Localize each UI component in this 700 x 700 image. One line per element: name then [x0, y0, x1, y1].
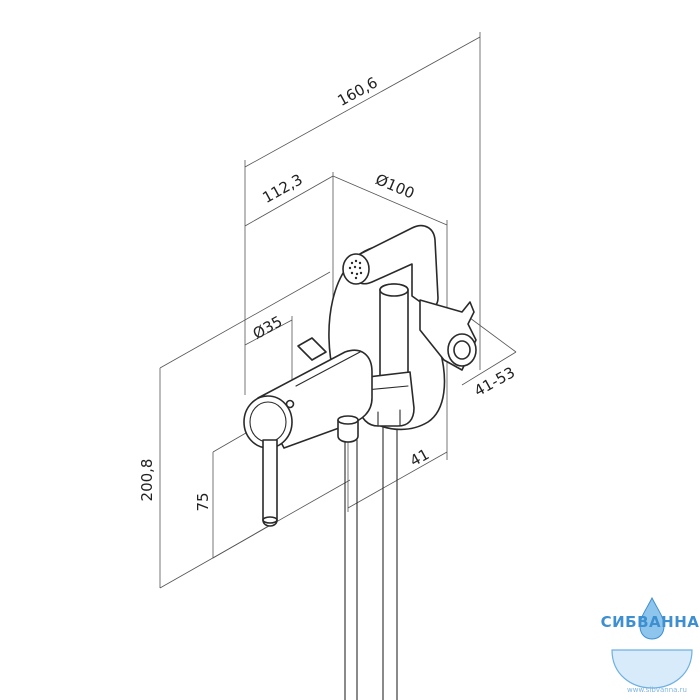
hoses [344, 424, 398, 700]
body-depth-label: 112,3 [259, 170, 305, 207]
handle-dot [285, 399, 295, 409]
brand-name: СИБВАННА [601, 613, 700, 631]
total-height-label: 200,8 [138, 459, 156, 502]
wand-holder-clip [359, 371, 415, 427]
dimension-labels: 160,6 112,3 Ø100 Ø35 200,8 75 41-53 41 [138, 73, 518, 511]
water-drop-icon [639, 596, 665, 640]
handle-diameter-label: Ø35 [250, 312, 286, 343]
flange-diameter-label: Ø100 [373, 170, 417, 202]
wall-adjust-label: 41-53 [471, 363, 518, 400]
shower-wand [379, 283, 409, 396]
brand-url: www.sibvanna.ru [627, 686, 687, 694]
lever-height-label: 75 [194, 492, 212, 511]
hose-outlet [337, 419, 359, 443]
bathtub-icon [611, 649, 693, 689]
shower-head-holder [342, 224, 439, 309]
lever [262, 439, 278, 527]
shower-head-face [342, 253, 370, 285]
brand-logo: СИБВАННА www.sibvanna.ru [601, 596, 700, 694]
shower-spray-holes [348, 259, 363, 280]
top-tab [297, 337, 327, 361]
outlet-offset-label: 41 [407, 445, 432, 470]
mounting-bracket [419, 299, 477, 371]
